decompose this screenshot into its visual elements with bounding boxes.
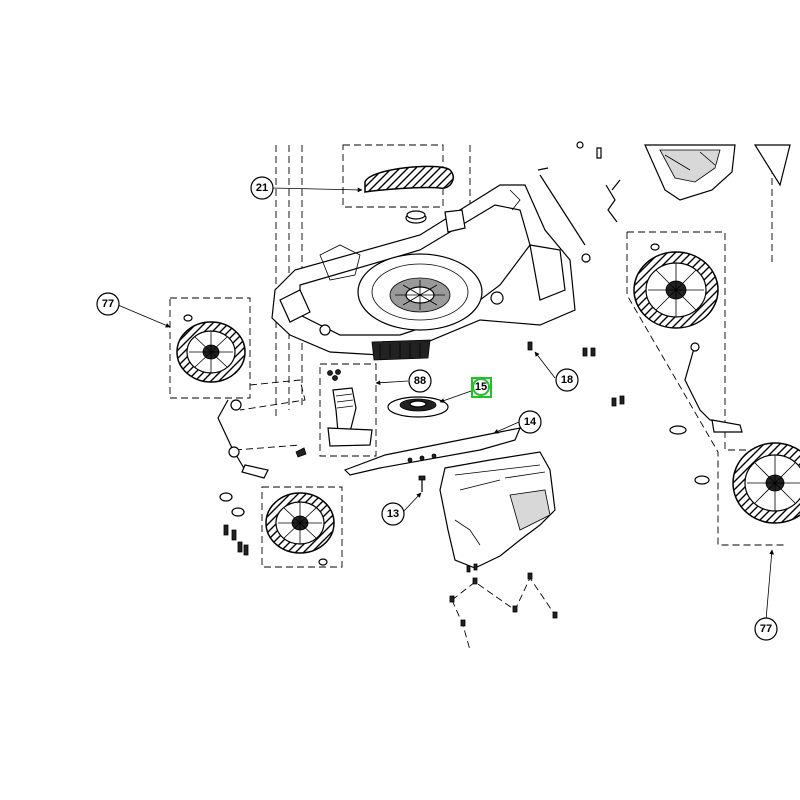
- screws-bottom: [449, 572, 558, 651]
- height-adjust-lever: [327, 369, 373, 447]
- pulley: [406, 210, 426, 220]
- callout-88: 88: [408, 369, 432, 393]
- drive-rod-and-spring: [537, 141, 621, 263]
- wheel-rear-left: [176, 314, 246, 383]
- screws-right: [527, 341, 596, 357]
- wheel-rear-right: [633, 243, 719, 329]
- drive-belt: [364, 165, 454, 193]
- callout-18: 18: [555, 368, 579, 392]
- svg-text:18: 18: [561, 374, 573, 386]
- wheel-front-right: [732, 442, 800, 524]
- callout-21: 21: [250, 176, 274, 200]
- blade-bolt: [418, 475, 426, 492]
- callout-77-right: 77: [754, 617, 778, 641]
- callout-15-highlighted: 15: [471, 377, 492, 398]
- mower-deck-housing: [271, 184, 576, 361]
- left-axle-assembly: [217, 399, 307, 556]
- svg-text:13: 13: [387, 508, 399, 520]
- blade-adapter: [387, 396, 449, 418]
- svg-text:77: 77: [760, 623, 772, 635]
- right-axle-assembly: [611, 342, 743, 485]
- rear-deflector: [439, 451, 556, 573]
- cutting-blade: [343, 427, 521, 476]
- svg-text:14: 14: [524, 416, 537, 428]
- svg-text:21: 21: [256, 182, 268, 194]
- callout-13: 13: [381, 502, 405, 526]
- svg-text:88: 88: [414, 375, 426, 387]
- svg-text:77: 77: [102, 298, 114, 310]
- leader-lines: [117, 187, 775, 621]
- callout-14: 14: [518, 410, 542, 434]
- svg-text:15: 15: [475, 381, 487, 393]
- grass-catcher-bag: [644, 144, 791, 201]
- callout-77-left: 77: [96, 292, 120, 316]
- wheel-front-left: [265, 492, 335, 566]
- screws-left: [223, 524, 249, 556]
